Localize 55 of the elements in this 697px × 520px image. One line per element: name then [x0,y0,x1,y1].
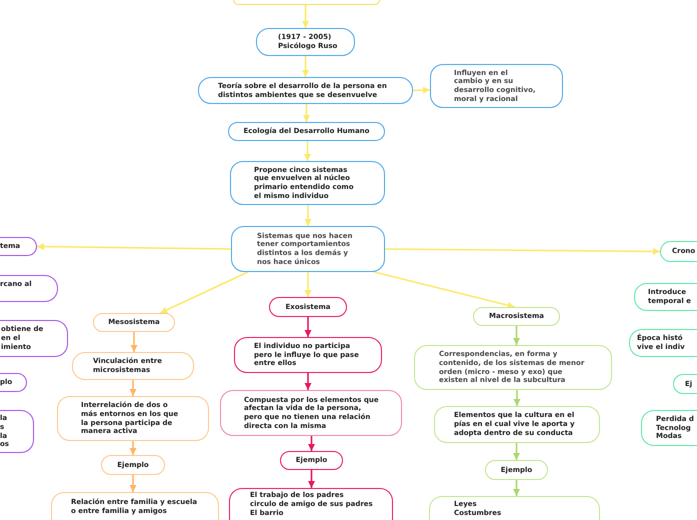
rounded-box [198,77,413,104]
rounded-box [72,352,194,380]
arrow [412,86,430,94]
rounded-box [0,275,58,302]
rounded-box [220,390,402,436]
rounded-box [230,161,385,205]
arrow [130,380,136,396]
rounded-box [673,374,697,394]
rounded-box [0,373,27,392]
rounded-box [231,226,385,272]
rounded-box [228,122,385,141]
arrow [304,373,312,390]
rounded-box [101,455,165,475]
arrow [302,56,309,77]
rounded-box [485,460,548,480]
rounded-box [229,488,393,520]
rounded-box [57,396,209,441]
arrow [130,441,136,455]
rounded-box [660,241,697,262]
rounded-box [629,329,697,357]
arrow [513,443,520,460]
arrow [374,271,515,309]
arrow [37,243,231,250]
rounded-box [0,320,68,357]
rounded-box [256,28,355,56]
rounded-box [269,297,347,317]
rounded-box [434,406,600,443]
arrow [513,326,520,345]
rounded-box [641,410,697,446]
rounded-box [0,237,37,256]
arrow [130,475,136,492]
arrow [130,332,138,352]
arrow [304,272,312,297]
arrow [160,271,248,314]
rounded-box [234,337,382,373]
rounded-box [93,313,175,332]
arrow [513,480,520,496]
rounded-box [430,64,563,108]
arrow [308,436,315,451]
arrow [304,205,312,226]
arrow [302,5,309,28]
arrow [304,141,311,161]
arrow [304,317,312,337]
rounded-box [429,496,600,520]
rounded-box [51,492,219,520]
rounded-box [414,345,612,390]
arrow [385,248,660,255]
rounded-box [233,0,380,5]
arrow [303,104,310,122]
arrow [514,390,520,406]
rounded-box [634,283,697,311]
rounded-box [0,410,34,453]
arrow [308,470,315,488]
rounded-box [473,307,560,326]
rounded-box [280,451,343,470]
